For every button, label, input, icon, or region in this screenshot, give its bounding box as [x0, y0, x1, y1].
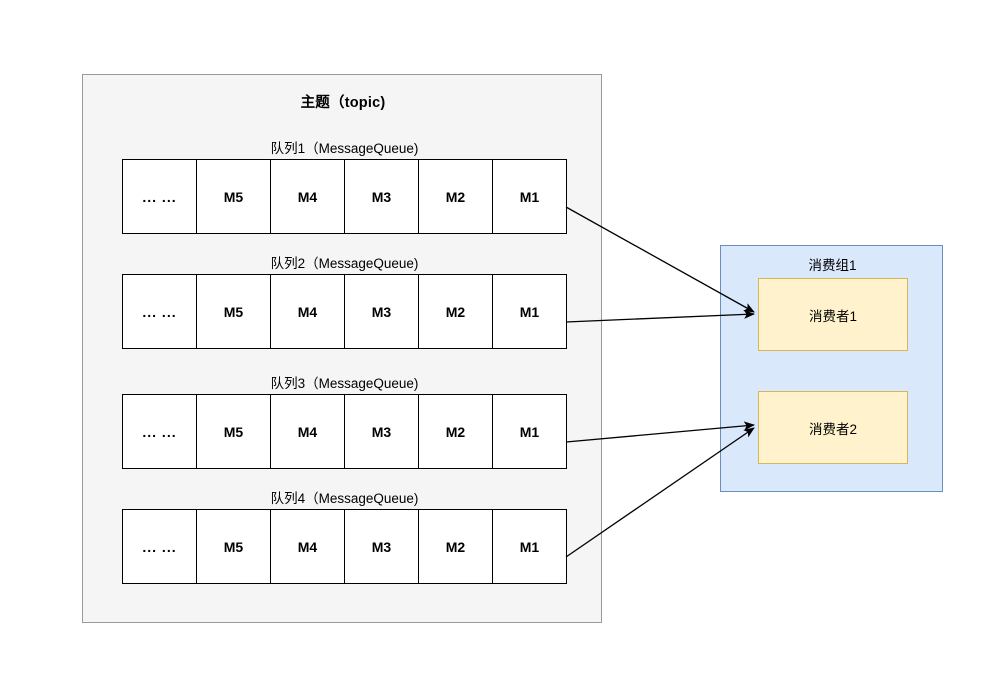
queue-cell: M1: [492, 394, 567, 469]
consumer-box-1: 消费者1: [758, 278, 908, 351]
consumer-group-title: 消费组1: [808, 258, 857, 273]
queue-cell: M1: [492, 159, 567, 234]
queue-cell: M2: [418, 394, 493, 469]
queue-cells-3: ... ... M5 M4 M3 M2 M1: [122, 394, 567, 469]
queue-label-2: 队列2（MessageQueue): [270, 256, 419, 271]
queue-label-4: 队列4（MessageQueue): [270, 491, 419, 506]
queue-cell: M5: [196, 394, 271, 469]
topic-container: 主题（topic) 队列1（MessageQueue) ... ... M5 M…: [82, 74, 602, 623]
queue-cell: M4: [270, 274, 345, 349]
queue-cell: M3: [344, 159, 419, 234]
queue-cell: M3: [344, 509, 419, 584]
queue-cell: M4: [270, 394, 345, 469]
topic-title: 主题（topic): [300, 95, 386, 111]
consumer-box-2: 消费者2: [758, 391, 908, 464]
queue-cell: ... ...: [122, 159, 197, 234]
queue-cells-1: ... ... M5 M4 M3 M2 M1: [122, 159, 567, 234]
queue-label-3: 队列3（MessageQueue): [270, 376, 419, 391]
queue-cells-4: ... ... M5 M4 M3 M2 M1: [122, 509, 567, 584]
queue-cell: ... ...: [122, 394, 197, 469]
queue-label-1: 队列1（MessageQueue): [270, 141, 419, 156]
queue-cell: M2: [418, 274, 493, 349]
consumer-group-container: 消费组1 消费者1 消费者2: [720, 245, 943, 492]
queue-cell: M5: [196, 509, 271, 584]
queue-cell: ... ...: [122, 274, 197, 349]
queue-cell: M2: [418, 159, 493, 234]
queue-cell: M2: [418, 509, 493, 584]
queue-cell: M3: [344, 394, 419, 469]
queue-cells-2: ... ... M5 M4 M3 M2 M1: [122, 274, 567, 349]
queue-cell: M3: [344, 274, 419, 349]
queue-cell: M5: [196, 274, 271, 349]
queue-cell: M1: [492, 509, 567, 584]
queue-cell: M5: [196, 159, 271, 234]
queue-cell: M1: [492, 274, 567, 349]
queue-cell: M4: [270, 159, 345, 234]
queue-cell: M4: [270, 509, 345, 584]
queue-cell: ... ...: [122, 509, 197, 584]
